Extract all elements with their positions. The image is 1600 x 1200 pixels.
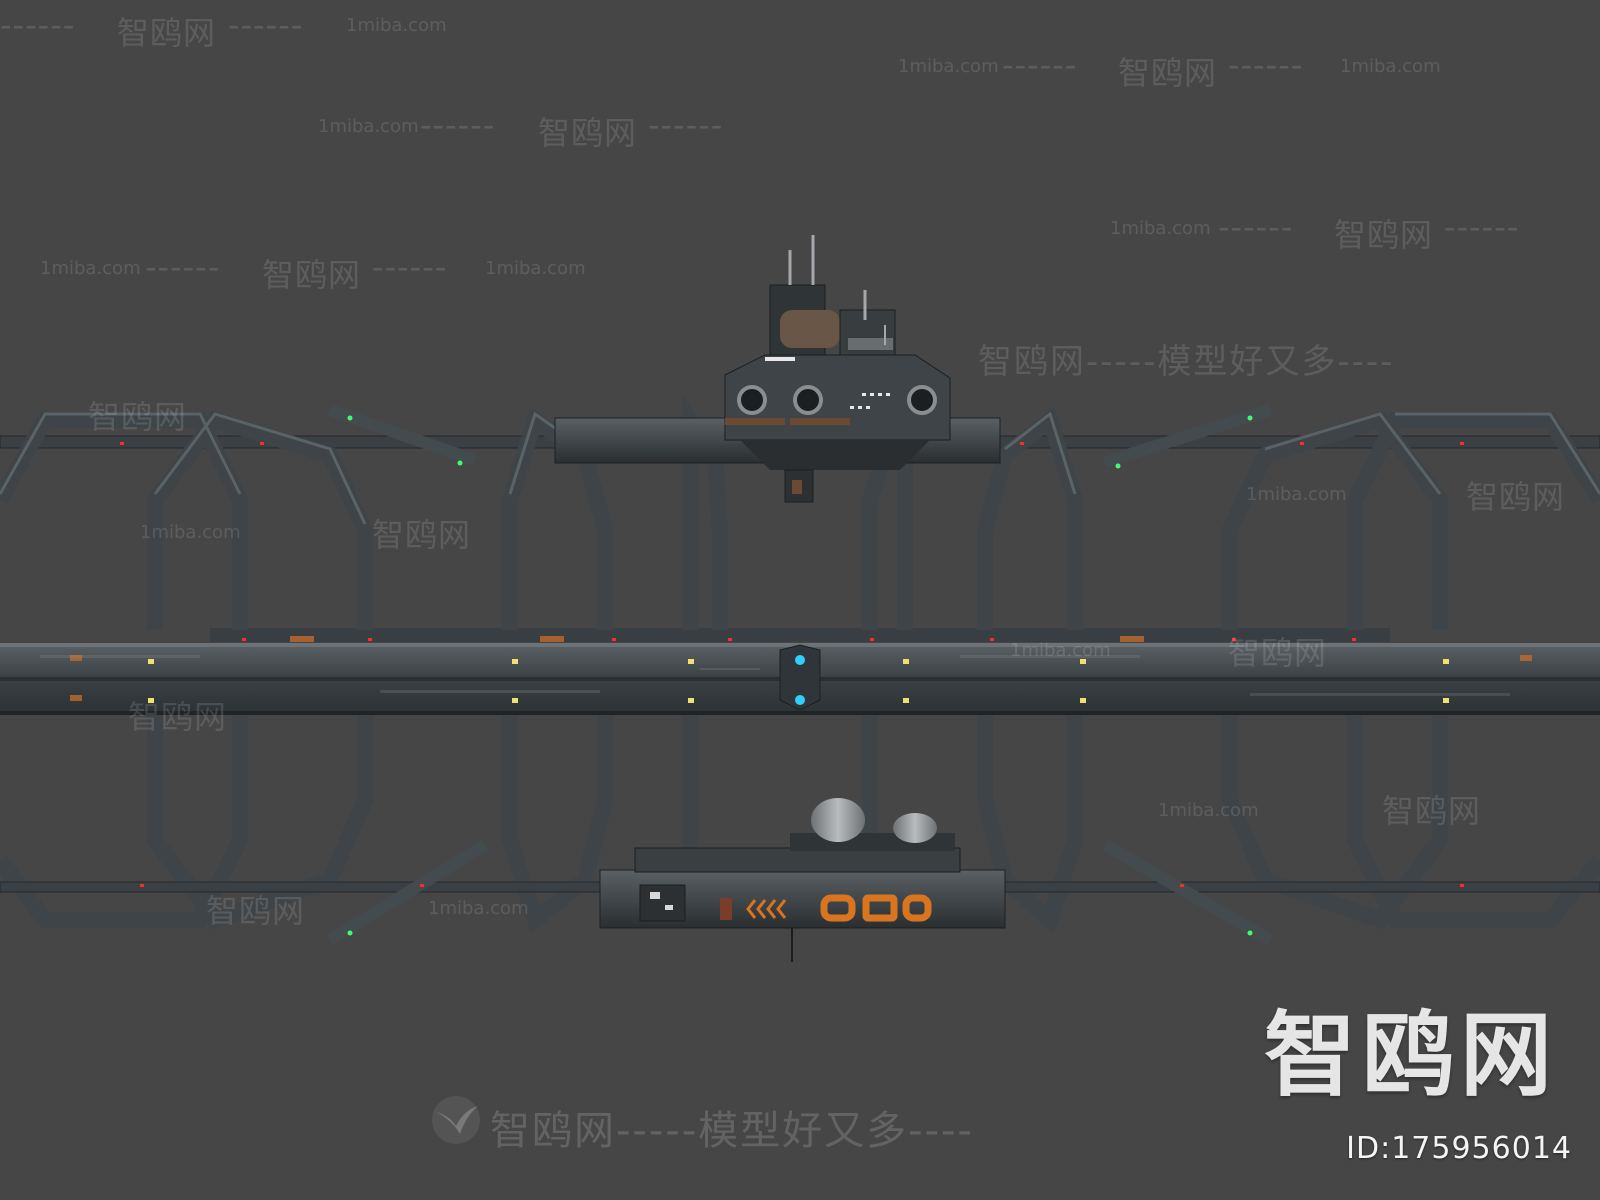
beam-lights bbox=[70, 442, 1532, 887]
bottom-module bbox=[599, 798, 1006, 962]
top-command-module bbox=[554, 235, 1001, 503]
grime-overlay bbox=[40, 655, 1510, 696]
brand-logo: 智鸥网 bbox=[1263, 1002, 1558, 1109]
angled-arms bbox=[326, 404, 1273, 946]
image-id-label: ID:175956014 bbox=[1346, 1131, 1572, 1166]
seagull-logo-icon bbox=[432, 1096, 480, 1144]
